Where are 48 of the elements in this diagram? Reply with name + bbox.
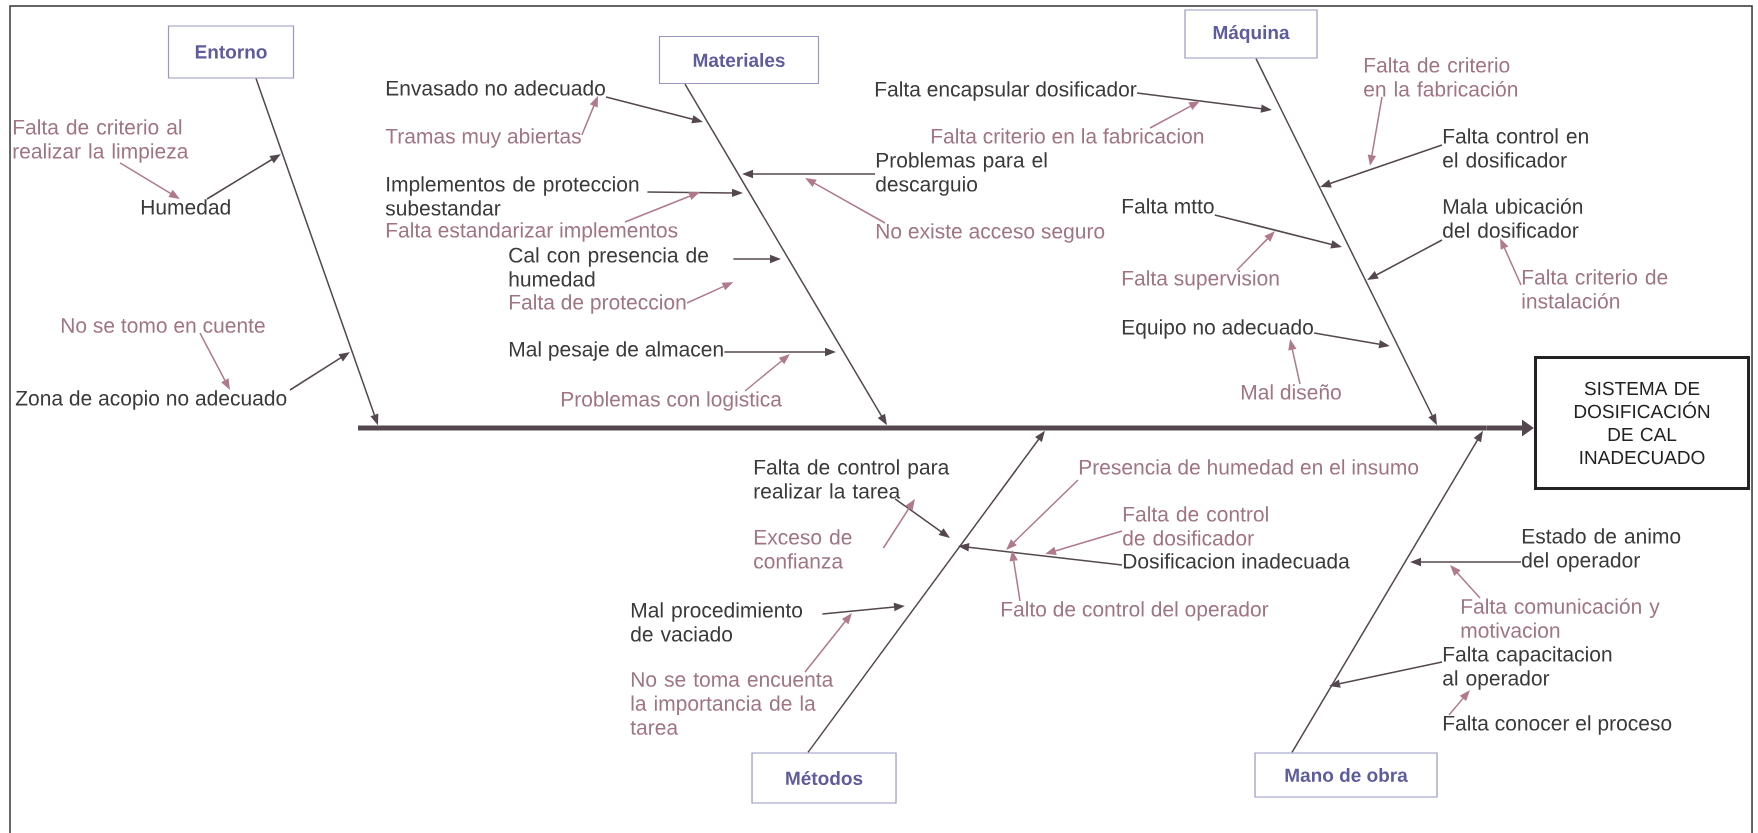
effect-box: SISTEMA DE DOSIFICACIÓN DE CAL INADECUADO [1534,356,1750,490]
category-box: Materiales [658,35,820,85]
cause-text: Equipo no adecuado [1122,319,1313,339]
sub-cause-text: Falta criterio en la fabricacion [931,128,1204,144]
arrow [744,354,790,392]
category-box: Mano de obra [1254,752,1438,798]
category-box: Máquina [1184,9,1318,59]
cause-text: Falta de control para realizar la tarea [754,459,950,499]
sub-cause-text: Falta criterio de instalación [1522,269,1668,309]
cause-text: Humedad [141,199,230,215]
sub-cause-text: No se tomo en cuente [61,318,265,333]
cause-text: Falta conocer el proceso [1443,715,1672,735]
sub-cause-text: Falta de proteccion [509,294,686,314]
sub-cause-text: Falta de criterio al realizar la limpieza [13,119,189,163]
sub-cause-text: Falta supervision [1122,270,1279,290]
cause-text: Falta encapsular dosificador [875,81,1137,101]
sub-cause-text: Problemas con logistica [561,391,782,411]
sub-cause-text: Falta de criterio en la fabricación [1364,57,1518,97]
cause-text: Dosificacion inadecuada [1123,553,1350,569]
sub-cause-text: No se toma encuenta la importancia de la tarea [630,672,834,735]
cause-text: Cal con presencia de humedad [509,247,708,287]
sub-cause-text: Presencia de humedad en el insumo [1079,459,1419,475]
sub-cause-text: Mal diseño [1241,384,1341,400]
sub-cause-text: Exceso de confianza [754,529,852,569]
sub-cause-text: Tramas muy abiertas [385,128,581,148]
cause-text: Implementos de proteccion subestandar [385,176,639,216]
arrow [1006,479,1079,550]
sub-cause-text: Falta de control de dosificador [1123,506,1268,546]
category-box: Entorno [167,25,295,79]
cause-text: Falta mtto [1122,198,1214,214]
cause-text: Mal procedimiento de vaciado [631,602,803,642]
cause-text: Falta capacitacion al operador [1443,646,1612,690]
category-box: Métodos [751,752,897,804]
cause-text: Mala ubicación del dosificador [1443,198,1583,238]
arrow [1448,690,1470,716]
sub-cause-text: Falta comunicación y motivacion [1461,598,1660,638]
cause-text: Problemas para el descarguio [876,152,1047,196]
sub-cause-text: Falta estandarizar implementos [386,222,678,242]
sub-cause-text: No existe acceso seguro [876,223,1105,243]
cause-text: Estado de animo del operador [1522,528,1681,572]
arrow [1236,231,1275,271]
sub-cause-text: Falto de control del operador [1001,601,1269,621]
arrow [804,613,852,673]
cause-text: Envasado no adecuado [386,80,605,96]
cause-text: Zona de acopio no adecuado [15,390,287,410]
cause-text: Mal pesaje de almacen [509,341,723,361]
cause-text: Falta control en el dosificador [1443,128,1588,168]
arrow [1450,565,1481,599]
